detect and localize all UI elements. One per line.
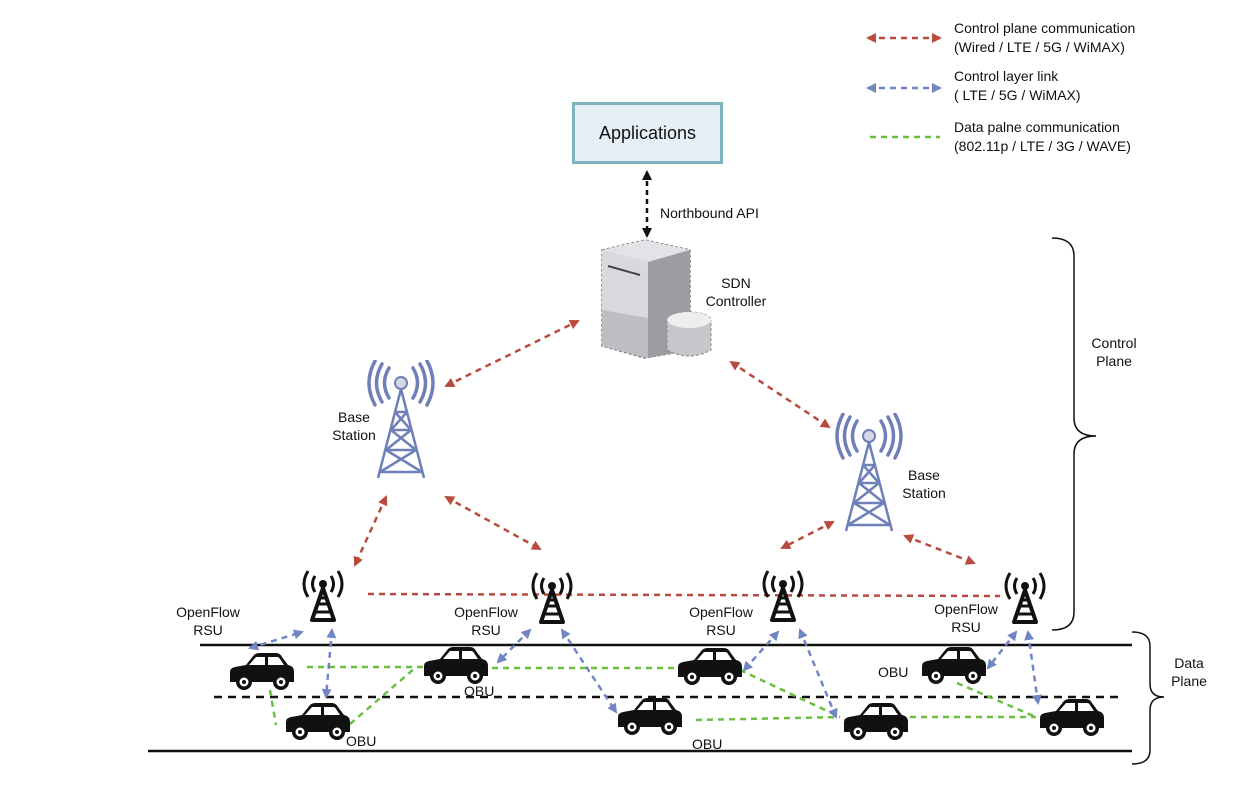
rsu-2-line1: OpenFlow: [454, 604, 518, 620]
car-icon: [922, 647, 986, 684]
control-plane-brace: [1051, 237, 1097, 631]
sdn-controller-line1: SDN: [721, 275, 751, 291]
obu-label-1: OBU: [464, 683, 495, 699]
antenna-icon: [531, 571, 573, 624]
base-station-label-left: Base Station: [326, 408, 382, 444]
base-station-left-line1: Base: [338, 409, 370, 425]
obu-label-4: OBU: [878, 664, 909, 680]
link-controller-bs1: [444, 319, 580, 388]
rsu-2-line2: RSU: [471, 622, 501, 638]
obu-label-2: OBU: [346, 733, 377, 749]
link-bs2-rsu4: [903, 534, 976, 565]
legend-data-plane-title: Data palne communication: [954, 119, 1120, 135]
legend-data-plane-detail: (802.11p / LTE / 3G / WAVE): [954, 138, 1131, 154]
data-plane-line2: Plane: [1171, 673, 1207, 689]
control-plane-line2: Plane: [1096, 353, 1132, 369]
legend-lines: [866, 33, 942, 139]
car-icon: [844, 703, 908, 740]
rsu-label-4: OpenFlow RSU: [926, 600, 1006, 636]
sdn-controller-line2: Controller: [705, 293, 767, 309]
base-station-right-line1: Base: [908, 467, 940, 483]
link-controller-bs2: [729, 360, 831, 429]
car-icon: [286, 703, 350, 740]
legend-control-plane-detail: (Wired / LTE / 5G / WiMAX): [954, 39, 1125, 55]
northbound-api-label: Northbound API: [660, 205, 759, 221]
antenna-icon: [1004, 571, 1046, 624]
control-layer-links: [248, 628, 1042, 719]
rsu-4-line2: RSU: [951, 619, 981, 635]
data-plane-line1: Data: [1174, 655, 1204, 671]
car-icon: [230, 653, 294, 690]
car-icon: [424, 647, 488, 684]
rsu-1-line1: OpenFlow: [176, 604, 240, 620]
car-icon: [1040, 699, 1104, 736]
obu-label-3: OBU: [692, 736, 723, 752]
car-icon: [618, 698, 682, 735]
rsu-label-1: OpenFlow RSU: [168, 603, 248, 639]
data-plane-label: Data Plane: [1160, 654, 1218, 690]
legend-control-plane-title: Control plane communication: [954, 20, 1136, 36]
link-bs1-rsu2: [444, 495, 542, 551]
car-icon: [678, 648, 742, 685]
link-rsu-backbone: [367, 592, 1001, 598]
link-bs1-rsu1: [353, 495, 388, 567]
rsu-label-3: OpenFlow RSU: [681, 603, 761, 639]
sdn-controller-label: SDN Controller: [700, 274, 772, 310]
rsu-4-line1: OpenFlow: [934, 601, 998, 617]
base-station-right-line2: Station: [902, 485, 946, 501]
control-plane-label: Control Plane: [1082, 334, 1146, 370]
rsu-1-line2: RSU: [193, 622, 223, 638]
applications-box: Applications: [572, 102, 723, 164]
data-plane-brace: [1131, 631, 1165, 765]
rsu-3-line1: OpenFlow: [689, 604, 753, 620]
control-plane-line1: Control: [1091, 335, 1137, 351]
server-icon: [601, 239, 712, 359]
applications-label: Applications: [598, 122, 697, 143]
legend-control-layer-detail: ( LTE / 5G / WiMAX): [954, 87, 1081, 103]
base-station-label-right: Base Station: [896, 466, 952, 502]
legend-data-plane: Data palne communication (802.11p / LTE …: [954, 118, 1131, 156]
legend-control-plane: Control plane communication (Wired / LTE…: [954, 19, 1135, 57]
legend-control-layer-title: Control layer link: [954, 68, 1059, 84]
rsu-3-line2: RSU: [706, 622, 736, 638]
road: [148, 643, 1132, 753]
base-station-left-line2: Station: [332, 427, 376, 443]
legend-control-layer: Control layer link ( LTE / 5G / WiMAX): [954, 67, 1081, 105]
link-bs2-rsu3: [780, 520, 835, 550]
rsu-label-2: OpenFlow RSU: [446, 603, 526, 639]
control-plane-links: [353, 319, 1001, 598]
antenna-icon: [302, 569, 344, 622]
cell-tower-icon: [835, 413, 903, 533]
